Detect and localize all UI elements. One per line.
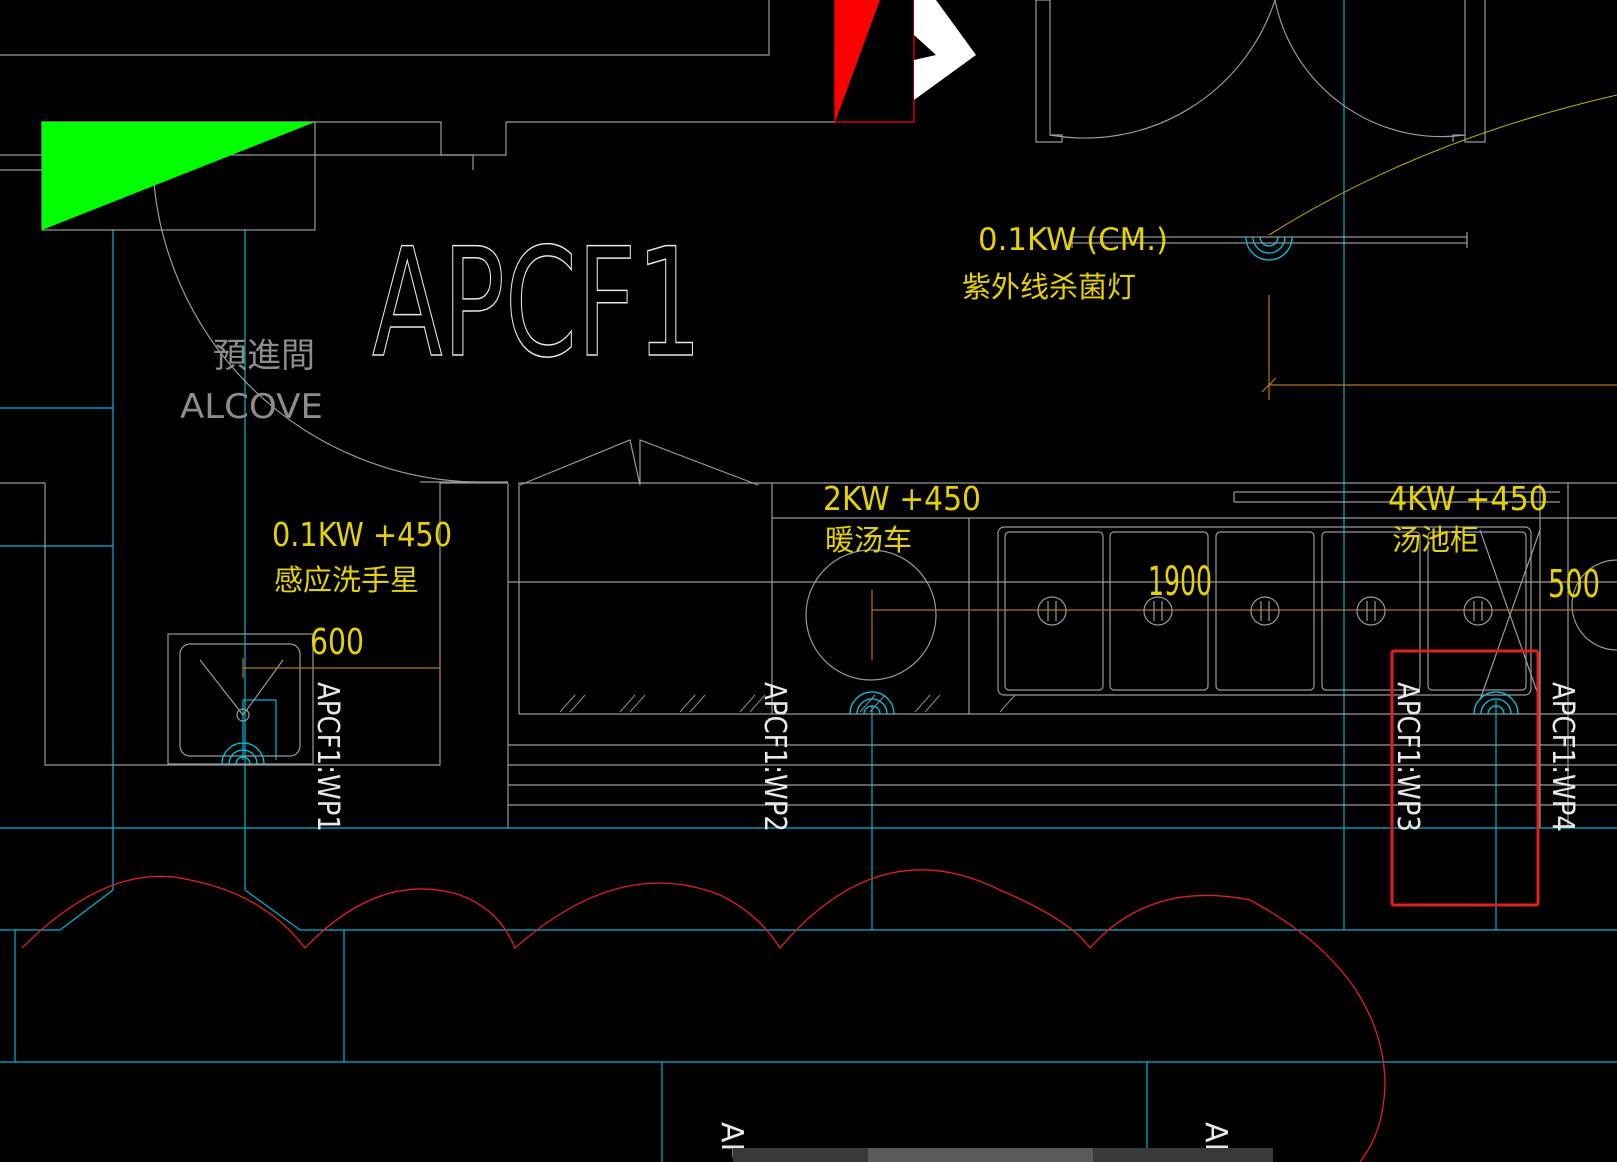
uv-lamp-name: 紫外线杀菌灯 bbox=[962, 270, 1136, 304]
uv-lamp-rating: 0.1KW (CM.) bbox=[978, 222, 1168, 258]
equipment-rating: 0.1KW +450 bbox=[272, 515, 452, 554]
dimension-label: 1900 bbox=[1148, 559, 1212, 605]
receptacle-icon bbox=[849, 691, 895, 715]
circuit-label: APCF1:WP3 bbox=[1390, 682, 1425, 832]
receptacle-icon bbox=[1473, 691, 1519, 715]
red-hatch bbox=[835, 0, 880, 122]
equipment-rating: 4KW +450 bbox=[1388, 479, 1548, 518]
room-name-cn: 預進間 bbox=[213, 336, 315, 376]
uv-lamp-cable bbox=[1268, 94, 1617, 236]
highlight-box bbox=[1390, 649, 1540, 907]
circuit-label: APCF1:WP1 bbox=[310, 682, 345, 832]
receptacle-icon bbox=[1245, 236, 1293, 261]
wall-lines bbox=[0, 0, 1617, 828]
north-arrow-icon bbox=[914, 0, 976, 100]
equipment-name: 汤池柜 bbox=[1392, 523, 1479, 557]
scrollbar-thumb[interactable] bbox=[868, 1148, 1093, 1162]
dimension-label: 500 bbox=[1548, 562, 1600, 606]
circuit-label: APCF1:WP2 bbox=[757, 682, 792, 832]
dimension-lines bbox=[242, 295, 1617, 678]
dimension-label: 600 bbox=[310, 622, 364, 663]
equipment-name: 感应洗手星 bbox=[274, 563, 419, 597]
red-arcs bbox=[21, 869, 1386, 1162]
panel-title: APCF1 bbox=[372, 217, 702, 391]
uv-lamp-fixture bbox=[1071, 232, 1468, 248]
room-name-en: ALCOVE bbox=[180, 387, 323, 427]
circuit-label: APCF1:WP4 bbox=[1545, 682, 1580, 832]
pan-drain-icons bbox=[1037, 596, 1493, 626]
equipment-name: 暖汤车 bbox=[825, 523, 912, 557]
green-hatch bbox=[42, 122, 315, 230]
receptacle-icon bbox=[221, 742, 265, 765]
hatch-pattern bbox=[559, 694, 1016, 713]
equipment-rating: 2KW +450 bbox=[823, 479, 981, 518]
